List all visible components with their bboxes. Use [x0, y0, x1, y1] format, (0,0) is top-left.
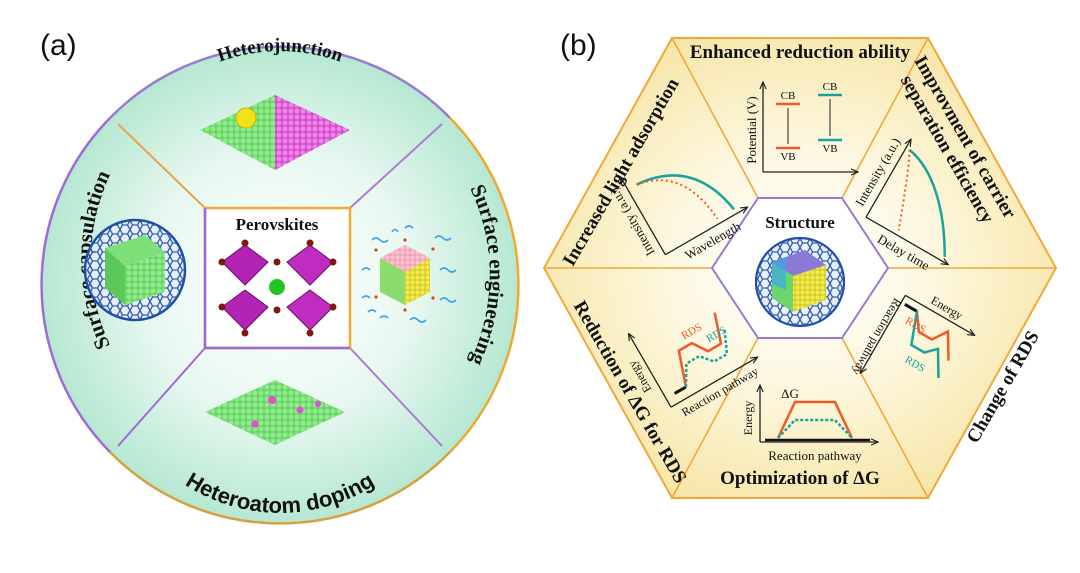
vb-label-2: VB	[822, 143, 837, 155]
doped-slab	[205, 380, 345, 445]
panel-a-label: (a)	[40, 29, 77, 62]
rim-arc-top	[109, 45, 451, 119]
perovskite-structure	[218, 239, 337, 337]
divider-tl	[117, 123, 206, 209]
label-structure: Structure	[765, 213, 835, 232]
ligand-cube	[361, 225, 457, 323]
label-perovskites: Perovskites	[236, 215, 319, 234]
cb-label-2: CB	[823, 81, 838, 93]
dg-xlabel: Reaction pathway	[768, 448, 862, 463]
rim-arc-right	[449, 117, 520, 453]
capsulated-cube	[83, 218, 187, 322]
potential-diagram: Potential (V) CB VB CB VB	[744, 81, 858, 172]
divider-bl	[117, 347, 206, 447]
rim-arc-bottom	[109, 451, 451, 525]
divider-br	[349, 347, 443, 447]
potential-ylabel: Potential (V)	[744, 96, 759, 164]
cb-label-1: CB	[781, 90, 796, 102]
dg-ylabel: Energy	[741, 401, 755, 435]
heterojunction-slab	[200, 95, 350, 170]
vb-label-1: VB	[780, 151, 795, 163]
center-box-accent	[203, 208, 350, 350]
panel-b-label: (b)	[560, 29, 597, 62]
label-optimization-dg: Optimization of ΔG	[720, 468, 880, 489]
structure-cube	[754, 236, 846, 328]
divider-tr	[349, 123, 443, 209]
dg-label: ΔG	[781, 386, 799, 401]
dg-optimization-diagram: Energy Reaction pathway ΔG	[741, 385, 878, 463]
label-enhanced-reduction: Enhanced reduction ability	[690, 42, 911, 63]
rim-arc-left	[40, 117, 111, 453]
